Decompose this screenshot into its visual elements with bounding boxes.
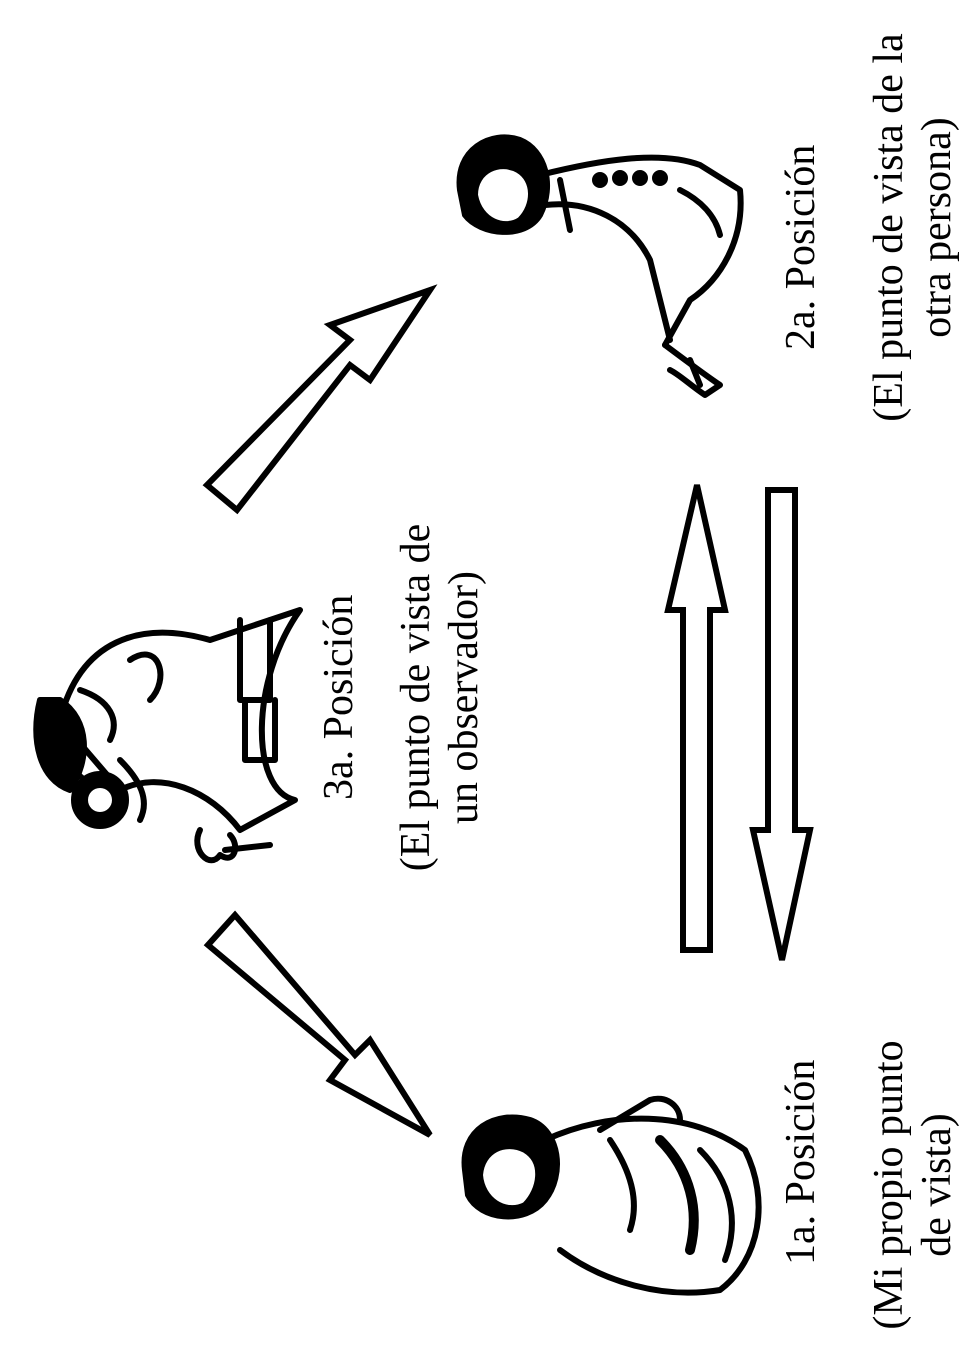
hollow-arrow-icon [207, 290, 430, 510]
second-position-desc-line2: otra persona) [913, 5, 961, 450]
first-position-description: (Mi propio punto de vista) [865, 1020, 962, 1350]
hollow-arrow-icon [753, 490, 810, 960]
self-figure-icon [465, 1099, 759, 1293]
first-position-desc-line1: (Mi propio punto [865, 1020, 913, 1350]
third-position-desc-line2: un observador) [440, 500, 488, 895]
other-person-figure-icon [460, 137, 741, 395]
first-position-title: 1a. Posición [780, 1060, 822, 1265]
third-position-desc-line1: (El punto de vista de [392, 500, 440, 895]
observer-figure-icon [36, 610, 300, 860]
first-position-desc-line2: de vista) [913, 1020, 961, 1350]
hollow-arrow-icon [208, 915, 430, 1135]
second-position-title: 2a. Posición [780, 145, 822, 350]
hollow-arrow-icon [668, 485, 725, 950]
third-position-title: 3a. Posición [318, 595, 360, 800]
third-position-description: (El punto de vista de un observador) [392, 500, 489, 895]
second-position-desc-line1: (El punto de vista de la [865, 5, 913, 450]
second-position-description: (El punto de vista de la otra persona) [865, 5, 962, 450]
